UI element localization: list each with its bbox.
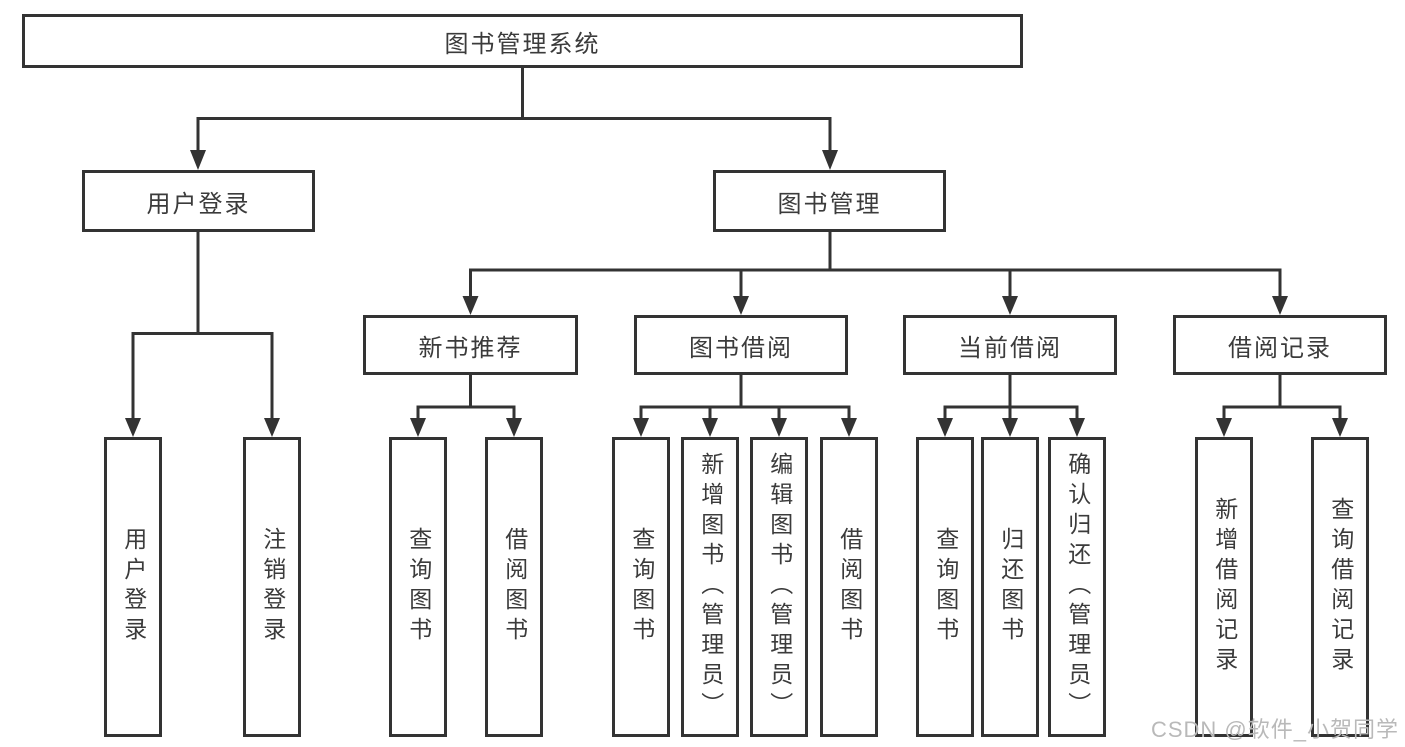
csdn-watermark: CSDN @软件_小贺同学 <box>1150 717 1399 742</box>
leaf-borrow-books-recommend: 借阅图书 <box>485 437 543 737</box>
node-label: 查询图书 <box>932 527 959 647</box>
node-current-borrow: 当前借阅 <box>903 315 1117 375</box>
leaf-logout: 注销登录 <box>243 437 301 737</box>
leaf-add-books-admin: 新增图书（管理员） <box>681 437 739 737</box>
node-label: 图书管理系统 <box>444 30 601 58</box>
node-borrow-records: 借阅记录 <box>1173 315 1387 375</box>
leaf-return-books: 归还图书 <box>981 437 1039 737</box>
node-user-login-branch: 用户登录 <box>82 170 315 232</box>
node-label: 确认归还（管理员） <box>1064 452 1091 722</box>
node-book-borrow: 图书借阅 <box>634 315 848 375</box>
node-label: 注销登录 <box>259 527 286 647</box>
node-label: 用户登录 <box>120 527 147 647</box>
node-label: 借阅记录 <box>1228 334 1332 362</box>
node-label: 归还图书 <box>997 527 1024 647</box>
leaf-borrow-books-borrow: 借阅图书 <box>820 437 878 737</box>
node-label: 图书借阅 <box>689 334 793 362</box>
leaf-query-books-recommend: 查询图书 <box>389 437 447 737</box>
node-label: 当前借阅 <box>958 334 1062 362</box>
leaf-query-books-borrow: 查询图书 <box>612 437 670 737</box>
node-label: 新增图书（管理员） <box>697 452 724 722</box>
leaf-add-borrow-record: 新增借阅记录 <box>1195 437 1253 737</box>
node-label: 编辑图书（管理员） <box>766 452 793 722</box>
node-label: 新书推荐 <box>418 334 523 362</box>
arrowhead-icons <box>125 150 1348 437</box>
leaf-edit-books-admin: 编辑图书（管理员） <box>750 437 808 737</box>
node-library-management-system: 图书管理系统 <box>22 14 1023 68</box>
node-new-book-recommend: 新书推荐 <box>363 315 578 375</box>
node-label: 新增借阅记录 <box>1211 497 1238 677</box>
node-label: 用户登录 <box>146 190 251 218</box>
node-label: 借阅图书 <box>501 527 528 647</box>
leaf-user-login: 用户登录 <box>104 437 162 737</box>
node-label: 查询图书 <box>628 527 655 647</box>
leaf-query-borrow-record: 查询借阅记录 <box>1311 437 1369 737</box>
node-label: 图书管理 <box>777 190 882 218</box>
leaf-confirm-return-admin: 确认归还（管理员） <box>1048 437 1106 737</box>
node-label: 查询图书 <box>405 527 432 647</box>
node-book-management-branch: 图书管理 <box>713 170 946 232</box>
node-label: 查询借阅记录 <box>1327 497 1354 677</box>
leaf-query-books-current: 查询图书 <box>916 437 974 737</box>
node-label: 借阅图书 <box>836 527 863 647</box>
